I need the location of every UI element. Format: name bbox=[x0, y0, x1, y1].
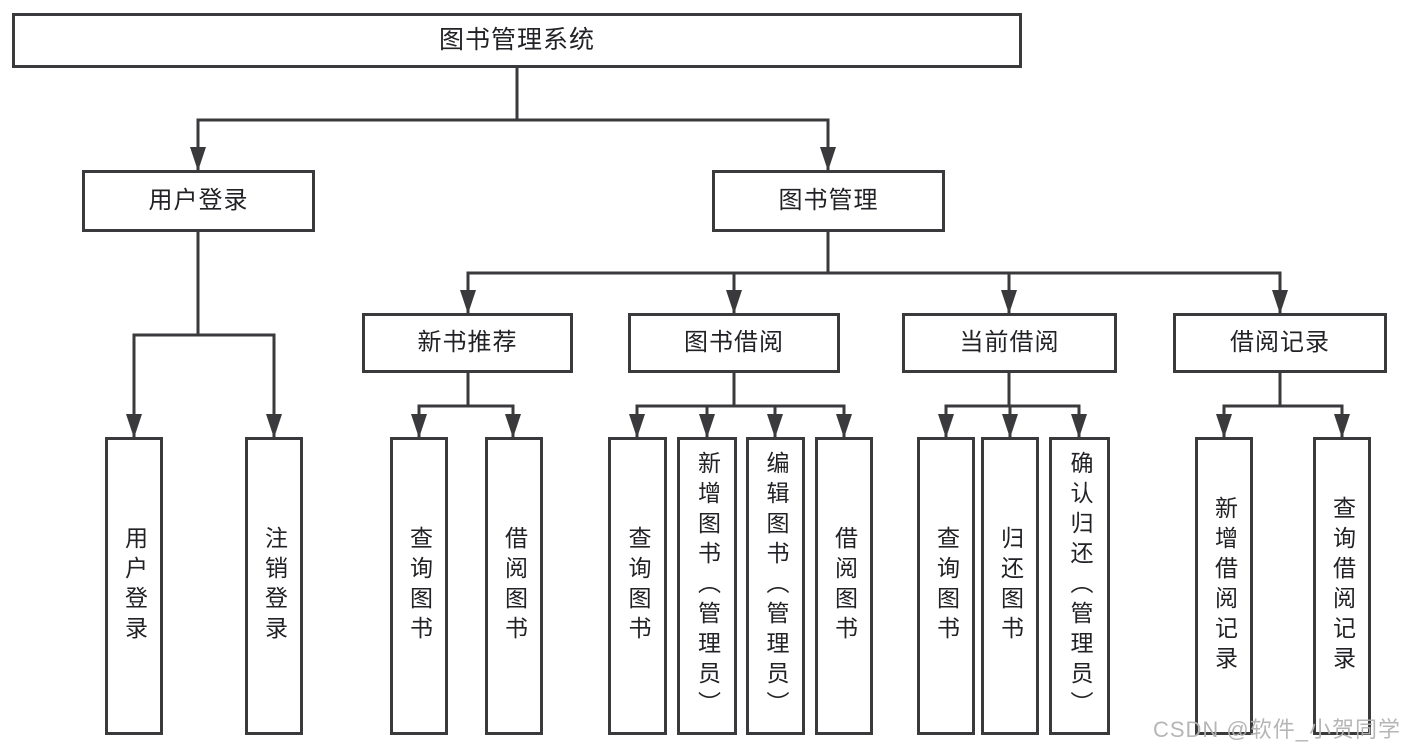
leaf-current-confirm-return-admin-label: 确认归还（管理员） bbox=[1067, 451, 1093, 721]
watermark: CSDN @软件_小贺同学 bbox=[1152, 717, 1401, 742]
node-user-login-label: 用户登录 bbox=[148, 187, 249, 214]
leaf-newbook-query-books: 查询图书 bbox=[390, 437, 448, 735]
leaf-borrow-borrow-books-label: 借阅图书 bbox=[831, 526, 858, 646]
leaf-borrow-borrow-books: 借阅图书 bbox=[815, 437, 873, 735]
connector-root-to-level2 bbox=[196, 68, 830, 122]
leaf-current-confirm-return-admin: 确认归还（管理员） bbox=[1049, 437, 1110, 735]
leaf-borrow-add-books-admin-label: 新增图书（管理员） bbox=[694, 451, 721, 721]
connector-userlogin-to-leaves bbox=[132, 232, 276, 337]
leaf-user-login: 用户登录 bbox=[105, 437, 163, 735]
leaf-borrow-query-books-label: 查询图书 bbox=[625, 526, 651, 646]
leaf-record-add-record: 新增借阅记录 bbox=[1195, 437, 1253, 735]
connector-bookmgmt-to-level3 bbox=[466, 232, 1282, 275]
node-book-borrow-label: 图书借阅 bbox=[684, 329, 784, 356]
leaf-borrow-add-books-admin: 新增图书（管理员） bbox=[677, 437, 737, 735]
node-new-book-rec-label: 新书推荐 bbox=[417, 329, 518, 356]
node-user-login: 用户登录 bbox=[82, 170, 315, 232]
leaf-record-query-record: 查询借阅记录 bbox=[1313, 437, 1371, 735]
node-library-system-label: 图书管理系统 bbox=[438, 26, 595, 54]
leaf-borrow-edit-books-admin-label: 编辑图书（管理员） bbox=[763, 451, 789, 721]
connector-record-to-leaves bbox=[1222, 373, 1344, 408]
leaf-record-query-record-label: 查询借阅记录 bbox=[1329, 496, 1356, 676]
leaf-current-return-books: 归还图书 bbox=[981, 437, 1039, 735]
node-book-borrow: 图书借阅 bbox=[628, 313, 840, 373]
connector-borrow-to-leaves bbox=[635, 373, 846, 408]
leaf-user-login-label: 用户登录 bbox=[121, 526, 148, 646]
node-borrow-record-label: 借阅记录 bbox=[1230, 329, 1330, 356]
leaf-newbook-query-books-label: 查询图书 bbox=[406, 526, 433, 646]
node-current-borrow-label: 当前借阅 bbox=[959, 329, 1060, 356]
node-new-book-rec: 新书推荐 bbox=[362, 313, 573, 373]
node-book-mgmt-label: 图书管理 bbox=[778, 187, 879, 214]
leaf-record-add-record-label: 新增借阅记录 bbox=[1211, 496, 1238, 676]
leaf-newbook-borrow-books: 借阅图书 bbox=[485, 437, 543, 735]
node-book-mgmt: 图书管理 bbox=[712, 170, 945, 232]
connector-current-to-leaves bbox=[944, 373, 1081, 408]
leaf-borrow-query-books: 查询图书 bbox=[608, 437, 667, 735]
leaf-logout: 注销登录 bbox=[245, 437, 303, 735]
leaf-current-return-books-label: 归还图书 bbox=[997, 526, 1024, 646]
leaf-current-query-books-label: 查询图书 bbox=[933, 526, 960, 646]
node-library-system: 图书管理系统 bbox=[12, 13, 1022, 68]
connector-newbook-to-leaves bbox=[417, 373, 515, 408]
leaf-newbook-borrow-books-label: 借阅图书 bbox=[501, 526, 528, 646]
leaf-logout-label: 注销登录 bbox=[261, 526, 288, 646]
leaf-current-query-books: 查询图书 bbox=[917, 437, 975, 735]
node-borrow-record: 借阅记录 bbox=[1173, 313, 1387, 373]
node-current-borrow: 当前借阅 bbox=[902, 313, 1117, 373]
leaf-borrow-edit-books-admin: 编辑图书（管理员） bbox=[746, 437, 805, 735]
